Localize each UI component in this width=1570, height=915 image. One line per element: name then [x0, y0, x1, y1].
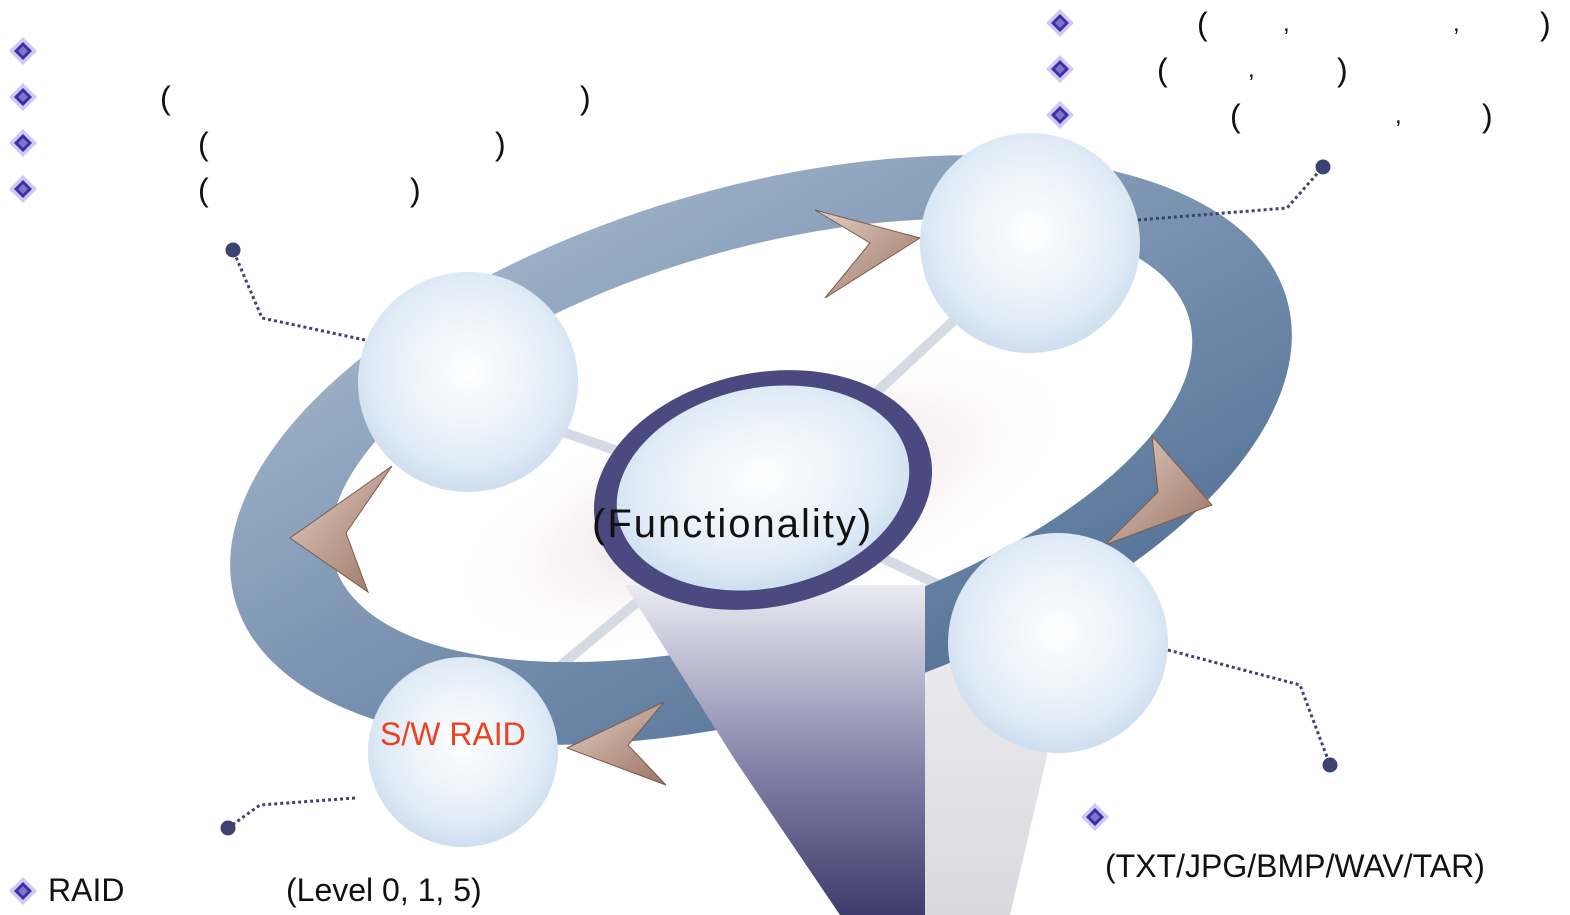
comma: ,	[1283, 10, 1290, 37]
diamond-bullet-icon	[1080, 802, 1110, 832]
leader-top-left	[225, 242, 366, 342]
open-paren: (	[1157, 52, 1168, 88]
diamond-bullet-icon	[1045, 100, 1075, 130]
close-paren: )	[1482, 98, 1493, 134]
arrow-bottom	[565, 701, 667, 786]
list-item: ( )	[8, 170, 648, 216]
diamond-bullet-icon	[1045, 54, 1075, 84]
list-item: ( )	[8, 78, 648, 124]
list-item: ( , , )	[1045, 4, 1565, 50]
arrow-top	[814, 209, 922, 299]
close-paren: )	[410, 172, 421, 208]
close-paren: )	[495, 126, 506, 162]
center-disc	[616, 385, 910, 591]
leader-bottom-right	[1167, 648, 1338, 773]
close-paren: )	[1337, 52, 1348, 88]
node-top-right	[920, 133, 1140, 353]
diamond-bullet-icon	[8, 128, 38, 158]
diamond-bullet-icon	[1045, 8, 1075, 38]
comma: ,	[1248, 56, 1255, 83]
comma: ,	[1453, 10, 1460, 37]
list-item: ( , )	[1045, 96, 1565, 142]
raid-levels-caption: (Level 0, 1, 5)	[286, 872, 482, 908]
node-bottom-right	[948, 533, 1168, 753]
node-bottom-left	[368, 657, 558, 847]
open-paren: (	[1197, 6, 1208, 42]
leader-dots	[223, 161, 1335, 833]
raid-caption-prefix: RAID	[48, 872, 125, 908]
node-top-left	[358, 272, 578, 492]
arrow-left	[289, 465, 393, 594]
diamond-bullet-icon	[8, 36, 38, 66]
center-label: (Functionality)	[592, 502, 874, 546]
list-item: ( )	[8, 124, 648, 170]
list-item: ( , )	[1045, 50, 1565, 96]
open-paren: (	[1230, 98, 1241, 134]
leader-bottom-left	[220, 796, 356, 836]
close-paren: )	[1540, 6, 1551, 42]
diamond-bullet-icon	[8, 82, 38, 112]
node-label-sw-raid: S/W RAID	[380, 716, 526, 752]
formats-caption: (TXT/JPG/BMP/WAV/TAR)	[1105, 848, 1485, 884]
right-bullet-list: ( , , ) ( , ) ( , )	[1045, 4, 1565, 142]
open-paren: (	[198, 126, 209, 162]
diamond-bullet-icon	[8, 174, 38, 204]
diamond-bullet-icon	[8, 876, 38, 906]
open-paren: (	[198, 172, 209, 208]
comma: ,	[1395, 102, 1402, 129]
center-cone	[625, 585, 925, 915]
close-paren: )	[580, 80, 591, 116]
left-bullet-list: ( ) ( ) ( )	[8, 32, 648, 216]
open-paren: (	[160, 80, 171, 116]
leader-top-right	[1137, 159, 1331, 222]
list-item	[8, 32, 648, 78]
leader-lines	[220, 159, 1338, 836]
